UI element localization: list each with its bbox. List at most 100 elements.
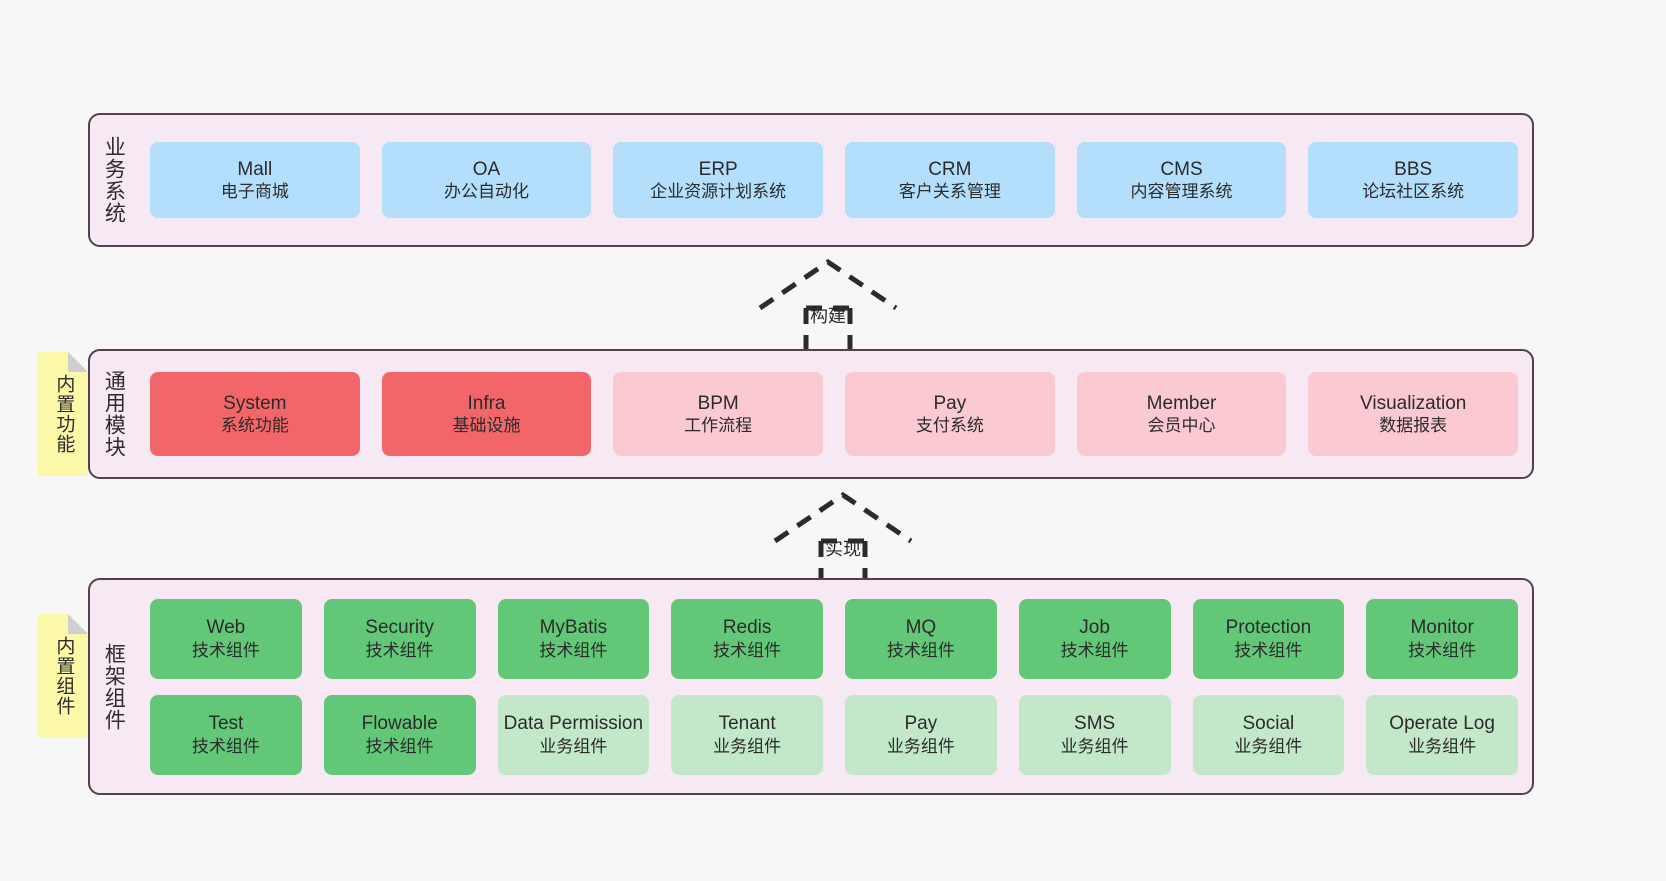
card-title-en: Operate Log	[1389, 713, 1495, 735]
card-title-en: MQ	[905, 617, 937, 639]
card-title-en: BPM	[697, 392, 739, 414]
connector-label-implement: 实现	[825, 539, 861, 559]
card-title-cn: 技术组件	[886, 640, 955, 660]
card-title-cn: 支付系统	[915, 416, 984, 436]
card-title-cn: 论坛社区系统	[1362, 182, 1465, 202]
card-title-en: MyBatis	[539, 617, 608, 639]
arrow-head-triangle-implement	[773, 491, 913, 544]
card-title-en: Web	[206, 617, 246, 639]
card-title-en: CMS	[1160, 158, 1203, 180]
card-title-en: Tenant	[718, 713, 776, 735]
card-title-cn: 基础设施	[452, 416, 521, 436]
card-title-en: Monitor	[1410, 617, 1474, 639]
card-title-en: SMS	[1074, 713, 1116, 735]
card-title-cn: 工作流程	[684, 416, 753, 436]
layer-title-business-system: 业务系统	[102, 136, 126, 224]
card-title-en: Protection	[1225, 617, 1312, 639]
layer-title-common-module: 通用模块	[102, 370, 126, 458]
card-title-cn: 业务组件	[1408, 736, 1477, 756]
connector-implement: 实现	[753, 489, 933, 589]
card-title-cn: 会员中心	[1147, 416, 1216, 436]
card-title-cn: 技术组件	[191, 736, 260, 756]
card-title-cn: 业务组件	[539, 736, 608, 756]
card-title-cn: 技术组件	[365, 736, 434, 756]
connector-build: 构建	[738, 256, 918, 356]
card-title-cn: 业务组件	[713, 736, 782, 756]
card-title-cn: 数据报表	[1379, 416, 1448, 436]
card-title-en: Flowable	[361, 713, 438, 735]
card-title-cn: 技术组件	[365, 640, 434, 660]
card-title-en: Social	[1242, 713, 1295, 735]
card-title-en: Pay	[904, 713, 938, 735]
card-title-cn: 业务组件	[886, 736, 955, 756]
card-title-cn: 技术组件	[713, 640, 782, 660]
card-title-cn: 系统功能	[220, 416, 289, 436]
note-builtin-features: 内置功能	[38, 352, 88, 476]
arrow-head-triangle-build	[758, 258, 898, 311]
card-title-en: Pay	[933, 392, 967, 414]
card-title-en: Infra	[467, 392, 506, 414]
card-title-en: Visualization	[1360, 392, 1467, 414]
card-title-en: Data Permission	[503, 713, 644, 735]
card-title-cn: 技术组件	[1234, 640, 1303, 660]
card-title-cn: 电子商城	[220, 182, 289, 202]
card-title-cn: 技术组件	[539, 640, 608, 660]
card-title-en: Test	[208, 713, 244, 735]
card-title-en: Security	[365, 617, 434, 639]
arrow-shaft-build	[803, 305, 853, 356]
card-title-en: OA	[472, 158, 501, 180]
card-title-en: System	[223, 392, 287, 414]
card-title-en: ERP	[698, 158, 738, 180]
card-title-en: BBS	[1394, 158, 1433, 180]
note-builtin-features-label: 内置功能	[53, 374, 75, 454]
connector-label-build: 构建	[810, 306, 846, 326]
note-builtin-components: 内置组件	[38, 614, 88, 738]
layer-title-framework-component: 框架组件	[102, 642, 126, 731]
card-title-en: Job	[1079, 617, 1110, 639]
card-title-cn: 技术组件	[191, 640, 260, 660]
card-title-cn: 技术组件	[1408, 640, 1477, 660]
card-title-en: Mall	[237, 158, 273, 180]
card-title-cn: 技术组件	[1060, 640, 1129, 660]
card-title-cn: 办公自动化	[444, 182, 529, 202]
